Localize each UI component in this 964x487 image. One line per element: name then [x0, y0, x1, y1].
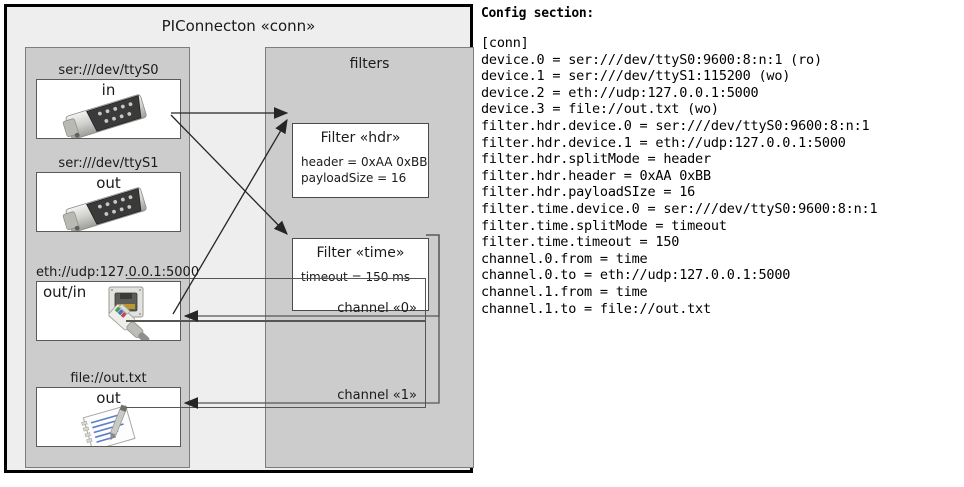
config-section: Config section: [conn]device.0 = ser:///… [481, 6, 959, 366]
channel-0-lane: channel «0» [126, 278, 426, 321]
connector-outer-frame: PIConnecton «conn» ser:///dev/ttyS0 in [4, 4, 474, 473]
channel-label: channel «0» [337, 301, 417, 316]
config-line: channel.0.to = eth://udp:127.0.0.1:5000 [481, 267, 791, 284]
device-box[interactable]: out [36, 387, 181, 447]
device-box[interactable]: out [36, 172, 181, 232]
device-label: ser:///dev/ttyS0 [58, 63, 159, 78]
channel-label: channel «1» [337, 388, 417, 403]
config-line: device.3 = file://out.txt (wo) [481, 101, 719, 118]
serial-db9-icon [59, 94, 159, 138]
device-card-tty-s0[interactable]: ser:///dev/ttyS0 in [36, 62, 181, 139]
filter-hdr-box[interactable]: Filter «hdr» header = 0xAA 0xBB payloadS… [292, 123, 429, 198]
filters-panel: filters Filter «hdr» header = 0xAA 0xBB … [126, 47, 474, 468]
config-heading: Config section: [481, 6, 594, 21]
device-label: file://out.txt [70, 371, 147, 386]
config-line: filter.hdr.device.0 = ser:///dev/ttyS0:9… [481, 117, 870, 134]
config-line: filter.hdr.device.1 = eth://udp:127.0.0.… [481, 134, 846, 151]
filter-properties: header = 0xAA 0xBB payloadSize = 16 [301, 154, 427, 186]
config-line: filter.hdr.header = 0xAA 0xBB [481, 167, 711, 184]
filter-title: Filter «hdr» [320, 130, 401, 146]
filters-panel-title: filters [349, 56, 390, 72]
device-direction: out/in [43, 283, 87, 301]
config-line: device.1 = ser:///dev/ttyS1:115200 (wo) [481, 68, 791, 85]
channel-1-lane: channel «1» [126, 321, 426, 408]
config-line: filter.hdr.payloadSIze = 16 [481, 184, 696, 201]
config-line: device.2 = eth://udp:127.0.0.1:5000 [481, 84, 759, 101]
filter-title: Filter «time» [316, 245, 405, 261]
device-card-file-out[interactable]: file://out.txt out [36, 370, 181, 447]
serial-db9-icon [59, 187, 159, 231]
device-card-tty-s1[interactable]: ser:///dev/ttyS1 out [36, 155, 181, 232]
config-line: channel.1.to = file://out.txt [481, 300, 711, 317]
config-line: device.0 = ser:///dev/ttyS0:9600:8:n:1 (… [481, 51, 822, 68]
config-line: channel.0.from = time [481, 250, 648, 267]
config-line: [conn] [481, 35, 529, 51]
device-label: ser:///dev/ttyS1 [58, 156, 159, 171]
config-line: channel.1.from = time [481, 283, 648, 300]
config-line: filter.time.device.0 = ser:///dev/ttyS0:… [481, 200, 878, 217]
config-lines: [conn]device.0 = ser:///dev/ttyS0:9600:8… [481, 35, 959, 317]
config-line: filter.time.timeout = 150 [481, 234, 680, 251]
text-file-icon [77, 404, 149, 446]
config-line: filter.time.splitMode = timeout [481, 217, 727, 234]
diagram-title: PIConnecton «conn» [161, 17, 316, 35]
filter-property: payloadSize = 16 [301, 171, 407, 185]
device-box[interactable]: in [36, 79, 181, 139]
filter-property: header = 0xAA 0xBB [301, 155, 428, 169]
config-line: filter.hdr.splitMode = header [481, 151, 711, 168]
ethernet-rj45-icon [93, 285, 177, 340]
device-label: eth://udp:127.0.0.1:5000 [36, 265, 200, 280]
